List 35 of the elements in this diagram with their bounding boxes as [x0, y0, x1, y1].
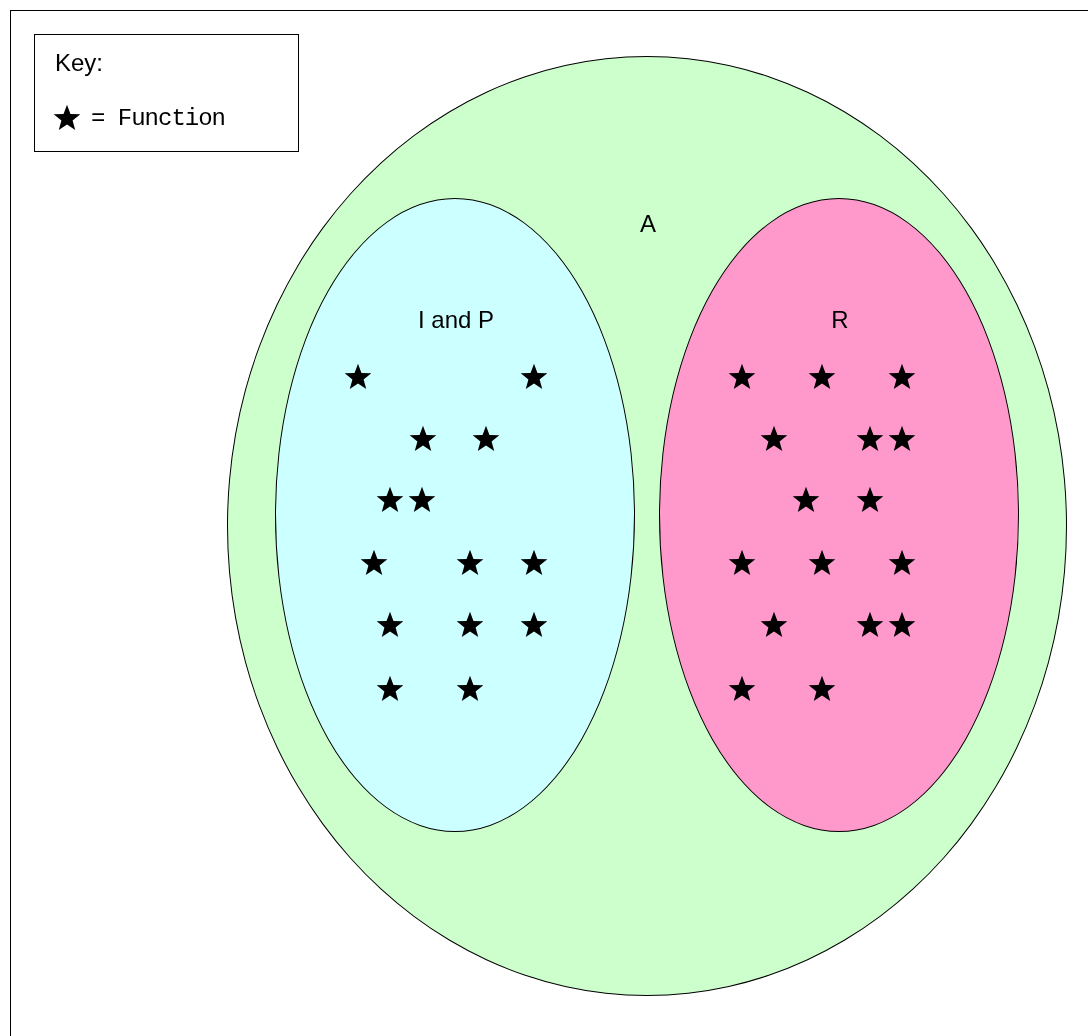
star-icon	[808, 549, 836, 577]
star-icon	[808, 675, 836, 703]
star-icon	[456, 611, 484, 639]
star-icon	[728, 363, 756, 391]
star-icon	[728, 675, 756, 703]
star-icon	[888, 611, 916, 639]
star-icon	[376, 675, 404, 703]
star-icon	[888, 425, 916, 453]
star-icon	[856, 611, 884, 639]
set-label: A	[640, 210, 656, 238]
star-icon	[728, 549, 756, 577]
star-icon	[472, 425, 500, 453]
star-icon	[456, 549, 484, 577]
star-icon	[856, 486, 884, 514]
star-icon	[760, 611, 788, 639]
star-icon	[520, 611, 548, 639]
star-icon	[456, 675, 484, 703]
set-label: R	[831, 306, 849, 334]
legend-text: = Function	[91, 105, 226, 132]
set-label: I and P	[417, 306, 495, 334]
star-icon	[408, 486, 436, 514]
star-icon	[760, 425, 788, 453]
star-icon	[376, 486, 404, 514]
star-icon	[344, 363, 372, 391]
star-icon	[409, 425, 437, 453]
star-icon	[520, 549, 548, 577]
star-icon	[376, 611, 404, 639]
star-icon	[856, 425, 884, 453]
star-icon	[808, 363, 836, 391]
star-icon	[520, 363, 548, 391]
legend-title: Key:	[55, 49, 104, 77]
star-icon	[792, 486, 820, 514]
star-icon	[360, 549, 388, 577]
star-icon	[888, 363, 916, 391]
star-icon	[888, 549, 916, 577]
